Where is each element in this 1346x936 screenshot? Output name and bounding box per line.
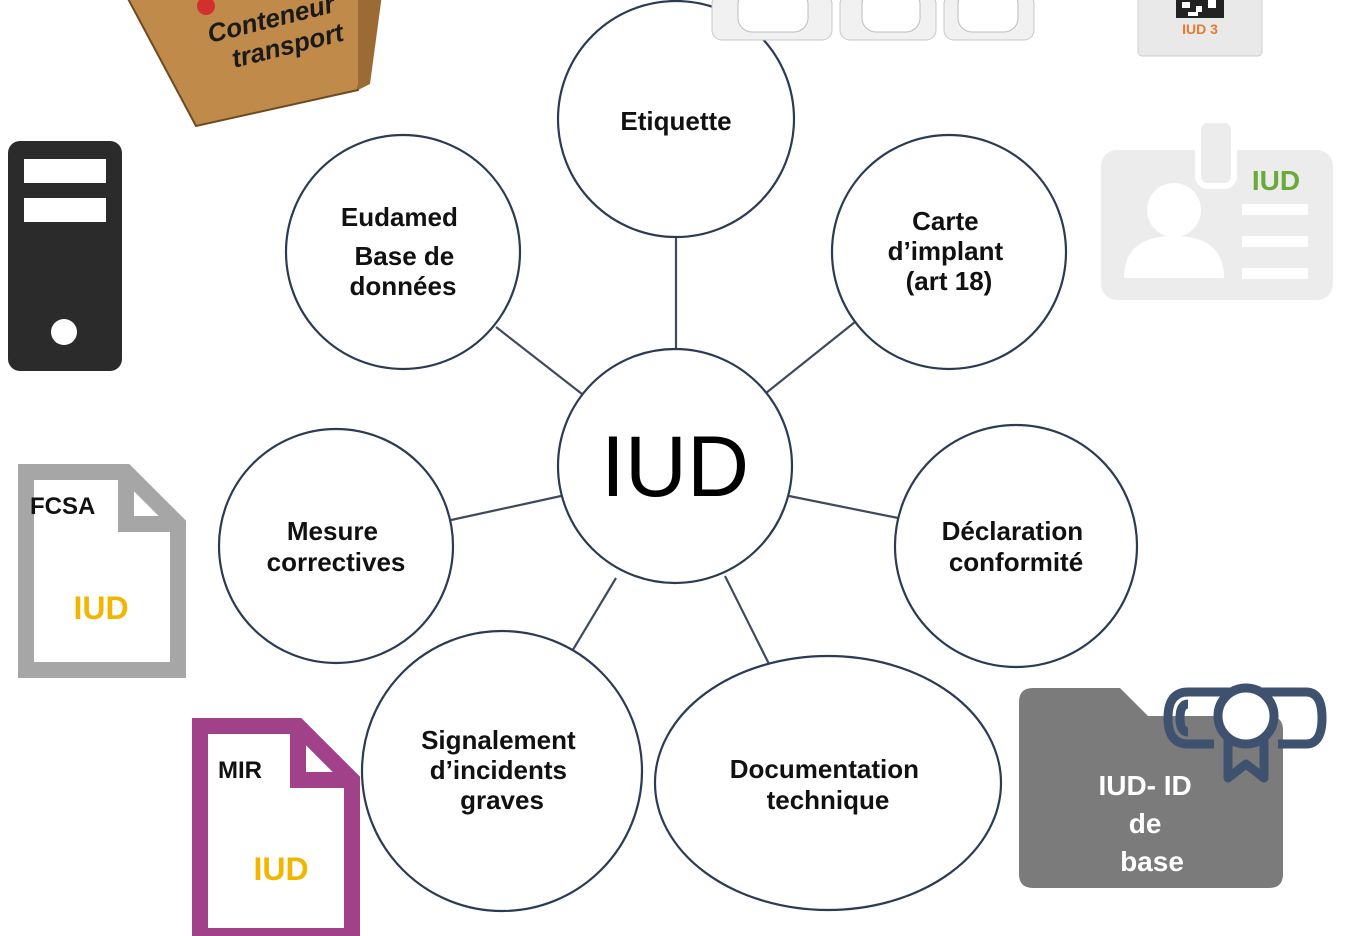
svg-text:Etiquette: Etiquette xyxy=(620,106,731,136)
certificate-icon xyxy=(1163,683,1327,783)
label-pack-icon: IUD 3 xyxy=(1137,0,1263,57)
folder-text-line-3: base xyxy=(1120,846,1184,877)
node-carte-implant-line-1: Carte xyxy=(912,206,978,236)
node-mesure-correctives: Mesure correctives xyxy=(217,427,455,665)
connector-eudamed xyxy=(495,326,583,395)
svg-text:Eudamed Base de do: Eudamed Base de données xyxy=(341,202,465,301)
node-mesure-correctives-line-2: correctives xyxy=(267,547,406,577)
connectors xyxy=(450,237,899,667)
svg-text:Documentation technique: Documentation technique xyxy=(730,754,926,815)
svg-text:Mesure correctives: Mesure correctives xyxy=(267,516,406,577)
id-card-text: IUD xyxy=(1252,165,1300,196)
connector-signalement-incidents xyxy=(567,577,617,659)
node-signalement-incidents-line-1: Signalement xyxy=(421,725,576,755)
folder-text-line-1: IUD- ID xyxy=(1098,770,1191,801)
mir-document-text: IUD xyxy=(253,851,308,887)
node-etiquette: Etiquette xyxy=(556,0,796,239)
fcsa-document-icon: FCSA IUD xyxy=(18,464,186,678)
mir-document-icon: MIR IUD xyxy=(192,718,360,936)
node-carte-implant: Carte d’implant (art 18) xyxy=(830,133,1068,371)
node-eudamed-line-2: Base de xyxy=(355,241,455,271)
label-pack-text: IUD 3 xyxy=(1182,21,1218,37)
node-etiquette-line-1: Etiquette xyxy=(620,106,731,136)
node-documentation-technique-line-2: technique xyxy=(767,785,890,815)
svg-text:IUD- ID de base: IUD- ID de base xyxy=(1098,770,1199,877)
hub-node: IUD xyxy=(556,347,794,585)
folder-text-line-2: de xyxy=(1129,808,1162,839)
svg-text:Déclaration conformité: Déclaration conformité xyxy=(942,516,1091,577)
fcsa-document-text: IUD xyxy=(73,590,128,626)
node-signalement-incidents-line-3: graves xyxy=(460,785,544,815)
connector-documentation-technique xyxy=(724,575,771,667)
node-eudamed-line-1: Eudamed xyxy=(341,202,458,232)
connector-mesure-correctives xyxy=(450,494,562,522)
connector-carte-implant xyxy=(765,317,861,394)
node-carte-implant-line-2: d’implant xyxy=(888,236,1004,266)
node-signalement-incidents: Signalement d’incidents graves xyxy=(360,629,644,913)
fcsa-document-title: FCSA xyxy=(30,493,95,520)
node-mesure-correctives-line-1: Mesure xyxy=(287,516,378,546)
node-declaration-conformite-line-1: Déclaration xyxy=(942,516,1084,546)
node-declaration-conformite: Déclaration conformité xyxy=(893,423,1139,669)
server-icon xyxy=(8,141,122,371)
blister-pack-icon xyxy=(711,0,1035,41)
node-carte-implant-line-3: (art 18) xyxy=(906,266,993,296)
mir-document-title: MIR xyxy=(218,757,262,784)
node-documentation-technique: Documentation technique xyxy=(653,654,1003,912)
connector-declaration-conformite xyxy=(788,494,899,520)
node-signalement-incidents-line-2: d’incidents xyxy=(430,755,567,785)
node-documentation-technique-line-1: Documentation xyxy=(730,754,919,784)
node-declaration-conformite-line-2: conformité xyxy=(949,547,1083,577)
node-eudamed: Eudamed Base de données xyxy=(284,133,522,371)
transport-box-icon: Conteneur transport xyxy=(127,0,382,128)
folder-icon: IUD- ID de base xyxy=(1019,688,1283,888)
hub-label: IUD xyxy=(601,419,749,515)
node-eudamed-line-3: données xyxy=(350,271,457,301)
svg-text:Signalement d’incidents: Signalement d’incidents graves xyxy=(421,725,583,815)
svg-text:Carte d’implant (a: Carte d’implant (art 18) xyxy=(888,206,1011,296)
id-card-icon: IUD xyxy=(1101,117,1333,300)
